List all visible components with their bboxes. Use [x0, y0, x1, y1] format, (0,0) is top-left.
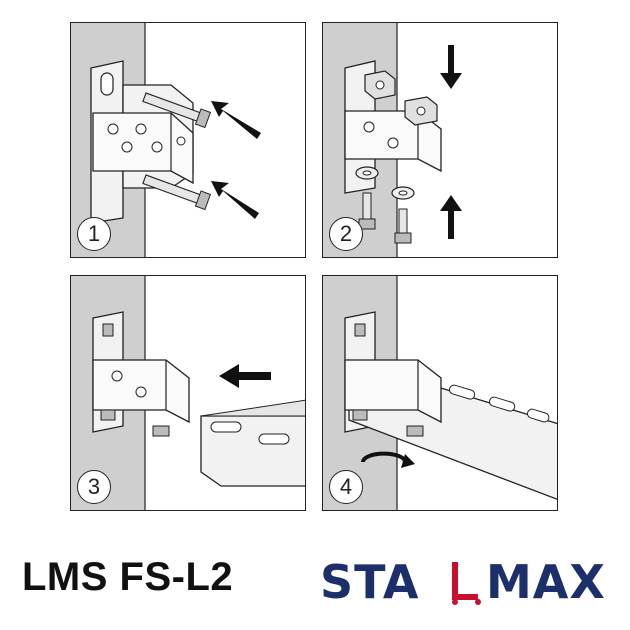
rotate-icon: [361, 451, 415, 468]
arrow-left-icon: [219, 364, 271, 388]
profile-slot: [526, 408, 550, 423]
arrow-icon: [211, 181, 259, 219]
hex-bolt: [394, 208, 412, 244]
arrow-down-icon: [440, 45, 462, 89]
anchor-bolt: [142, 92, 212, 129]
brand-logo: STA MAX: [320, 555, 606, 608]
step-3-panel: 3: [70, 275, 306, 511]
step-3-illustration: [71, 276, 305, 510]
step-4-illustration: [323, 276, 557, 510]
step-2-panel: 2: [322, 22, 558, 258]
profile-slot: [258, 433, 290, 445]
profile-slot: [210, 421, 242, 433]
profile-slot: [448, 384, 476, 400]
arrow-up-icon: [440, 195, 462, 239]
svg-text:MAX: MAX: [486, 555, 606, 608]
step-number: 3: [77, 470, 111, 504]
slot-hole: [100, 72, 114, 96]
logo-l-mark: [452, 562, 481, 605]
step-number: 2: [329, 217, 363, 251]
step-1-illustration: [71, 23, 261, 257]
profile-slot: [488, 396, 516, 412]
arrow-icon: [211, 101, 261, 139]
anchor-bolt: [142, 174, 212, 211]
step-number: 1: [77, 217, 111, 251]
step-4-panel: 4: [322, 275, 558, 511]
step-1-panel: 1: [70, 22, 306, 258]
step-number: 4: [329, 470, 363, 504]
product-model: LMS FS-L2: [22, 555, 234, 599]
step-2-illustration: [323, 23, 462, 257]
svg-text:STA: STA: [320, 555, 420, 608]
